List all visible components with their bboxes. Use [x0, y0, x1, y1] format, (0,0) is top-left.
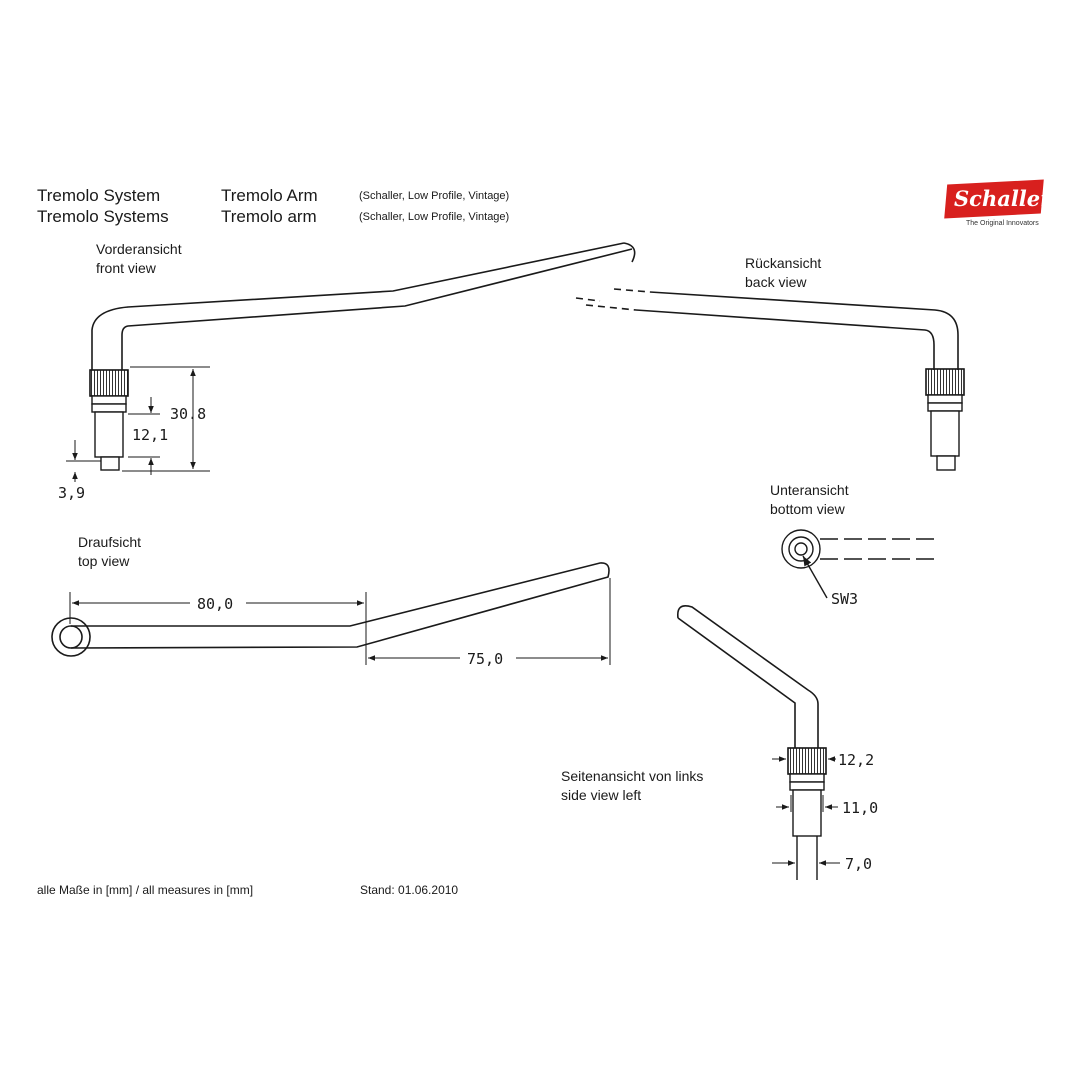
back-view-arm — [575, 288, 959, 370]
top-view-arm — [51, 562, 610, 657]
dim-front-sleeve: 12,1 — [132, 426, 168, 444]
front-collar-1 — [91, 395, 127, 405]
logo-word: Schaller — [954, 186, 1052, 211]
front-tip — [100, 456, 120, 471]
dim-label-bg-2 — [460, 649, 516, 667]
bottom-outer-circle — [781, 529, 821, 569]
product-title-en: Tremolo arm — [221, 207, 317, 226]
bottom-view-label-de: Unteransicht — [770, 482, 849, 498]
back-view-label-en: back view — [745, 274, 807, 290]
product-title-de: Tremolo Arm — [221, 186, 318, 205]
side-view-handle — [787, 747, 827, 880]
side-knurl — [787, 747, 827, 775]
top-view-label-de: Draufsicht — [78, 534, 142, 550]
front-collar-2 — [91, 403, 127, 413]
front-view-label-en: front view — [96, 260, 156, 276]
bottom-view — [781, 529, 935, 599]
top-dimensions — [69, 578, 611, 665]
dim-front-total: 30.8 — [170, 405, 206, 423]
dim-top-straight: 80,0 — [197, 595, 233, 613]
front-view-arm — [91, 242, 636, 370]
side-sleeve — [792, 789, 822, 837]
dim-front-tip: 3,9 — [58, 484, 85, 502]
category-title-de: Tremolo System — [37, 186, 161, 205]
dim-side-sleeve: 11,0 — [842, 799, 878, 817]
dim-label-bg-1 — [190, 594, 246, 612]
variants-en: (Schaller, Low Profile, Vintage) — [359, 211, 510, 223]
back-collar-2 — [927, 402, 963, 412]
bottom-view-label-en: bottom view — [770, 501, 845, 517]
back-view-handle — [925, 368, 965, 471]
dim-top-bent: 75,0 — [467, 650, 503, 668]
top-end-outer — [51, 617, 91, 657]
back-knurl — [925, 368, 965, 396]
back-tip — [936, 455, 956, 471]
front-knurl — [89, 369, 129, 397]
variants-de: (Schaller, Low Profile, Vintage) — [359, 190, 510, 202]
sw3-leader — [802, 555, 828, 599]
dim-side-knurl: 12,2 — [838, 751, 874, 769]
side-view-label-en: side view left — [561, 787, 642, 803]
bottom-mid-circle — [788, 536, 814, 562]
side-collar-2 — [789, 781, 825, 791]
bottom-socket — [794, 542, 808, 556]
logo-tagline: The Original Innovators — [966, 220, 1039, 227]
dim-side-tip: 7,0 — [845, 855, 872, 873]
brand-logo: Schaller The Original Innovators — [944, 179, 1051, 230]
back-sleeve — [930, 410, 960, 457]
front-sleeve — [94, 411, 124, 458]
side-collar-1 — [789, 773, 825, 783]
side-view-label-de: Seitenansicht von links — [561, 768, 704, 784]
back-collar-1 — [927, 394, 963, 404]
revision-date: Stand: 01.06.2010 — [360, 883, 459, 897]
category-title-en: Tremolo Systems — [37, 207, 169, 226]
top-end-inner — [59, 625, 83, 649]
side-view-arm — [676, 605, 819, 748]
back-view-label-de: Rückansicht — [745, 255, 822, 271]
front-view-label-de: Vorderansicht — [96, 241, 182, 257]
front-dimensions — [66, 366, 210, 482]
front-view-handle — [89, 369, 129, 471]
dim-bottom-wrench: SW3 — [831, 590, 858, 608]
units-note: alle Maße in [mm] / all measures in [mm] — [37, 883, 254, 897]
side-dimensions — [772, 756, 840, 866]
top-view-label-en: top view — [78, 553, 130, 569]
